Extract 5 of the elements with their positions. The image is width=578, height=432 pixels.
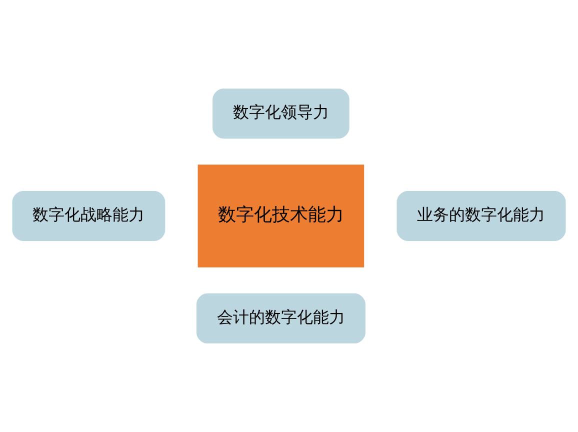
node-box: 会计的数字化能力 [196, 293, 366, 344]
node-box: 业务的数字化能力 [396, 190, 566, 242]
node-box: 数字化战略能力 [12, 190, 166, 242]
node-box: 数字化技术能力 [198, 164, 364, 268]
node-box: 数字化领导力 [212, 88, 350, 139]
